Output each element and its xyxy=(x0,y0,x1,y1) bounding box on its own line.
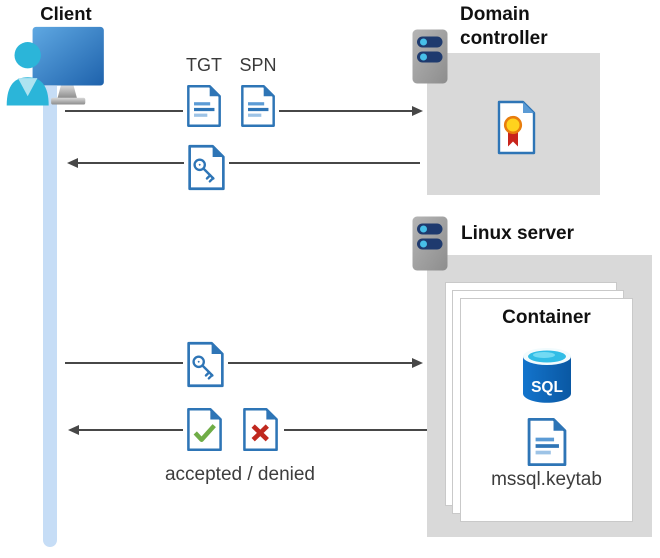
client-label: Client xyxy=(40,3,92,24)
arrow3-right-arrowhead-icon xyxy=(412,357,423,368)
keytab-file-icon xyxy=(525,417,569,467)
arrow1-line-left xyxy=(65,110,183,112)
accepted-document-icon xyxy=(187,407,222,452)
keytab-label: mssql.keytab xyxy=(491,469,602,490)
spn-document-icon xyxy=(239,84,277,128)
domain-controller-label: Domain controller xyxy=(460,4,548,49)
certificate-icon xyxy=(497,100,536,155)
arrow4-line-right xyxy=(284,429,427,431)
tgt-document-icon xyxy=(185,84,223,128)
service-ticket-key-document-icon-2 xyxy=(185,341,226,388)
service-ticket-key-document-icon xyxy=(186,144,227,191)
tgt-label: TGT xyxy=(186,55,222,75)
container-label: Container xyxy=(502,307,591,328)
arrow2-line-left xyxy=(78,162,184,164)
linux-server-icon xyxy=(412,216,448,271)
arrow3-line-right xyxy=(228,362,413,364)
arrow2-left-arrowhead-icon xyxy=(67,157,78,168)
linux-server-label: Linux server xyxy=(461,223,574,244)
container-card: Container SQL mssql.keytab xyxy=(460,298,633,522)
arrow1-right-arrowhead-icon xyxy=(412,105,423,116)
arrow1-line-right xyxy=(279,110,413,112)
client-lifeline-bar xyxy=(43,86,57,547)
spn-label: SPN xyxy=(239,55,277,75)
denied-document-icon xyxy=(243,407,278,452)
client-icon xyxy=(6,26,104,106)
accepted-denied-label: accepted / denied xyxy=(164,464,315,485)
arrow4-line-left xyxy=(79,429,183,431)
sql-database-icon: SQL xyxy=(522,348,571,403)
domain-controller-server-icon xyxy=(412,29,448,84)
arrow2-line-right xyxy=(229,162,420,164)
arrow3-line-left xyxy=(65,362,183,364)
sql-icon-label: SQL xyxy=(531,379,563,396)
arrow4-left-arrowhead-icon xyxy=(68,424,79,435)
